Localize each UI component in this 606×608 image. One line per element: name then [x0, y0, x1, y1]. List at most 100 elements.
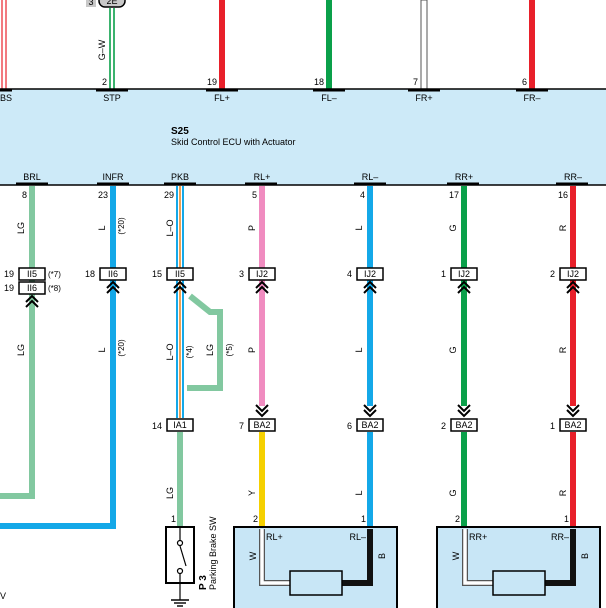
chevron-down-icon — [363, 404, 377, 418]
chevron-down-icon — [457, 404, 471, 418]
bottom-wires — [0, 186, 576, 529]
svg-text:P: P — [247, 347, 257, 353]
svg-text:2: 2 — [550, 269, 555, 279]
pin-fr-minus: 6 — [522, 77, 527, 87]
terminal-bs: BS — [0, 93, 12, 103]
svg-text:II5: II5 — [175, 269, 185, 279]
connector-ba2-rr-minus — [559, 418, 587, 432]
pin-brl: 8 — [22, 190, 27, 200]
svg-text:BA2: BA2 — [455, 420, 472, 430]
svg-text:RL+: RL+ — [266, 532, 283, 542]
terminal-stp: STP — [103, 93, 121, 103]
upper-wire-labels: LG L (*20) L–O P L G R — [16, 217, 568, 237]
svg-text:W: W — [248, 551, 258, 560]
svg-text:G: G — [448, 346, 458, 353]
chevron-up-icon — [566, 280, 580, 294]
pin-rr-minus: 16 — [558, 190, 568, 200]
connector-row-1: 19 II5 (*7) 19 II6 (*8) 18 II6 15 II5 3 … — [4, 267, 587, 295]
top-wires — [1, 0, 535, 90]
pin-fr-plus: 7 — [413, 77, 418, 87]
svg-text:15: 15 — [152, 269, 162, 279]
pin-rl-minus: 4 — [360, 190, 365, 200]
switch-contact-icon — [176, 539, 184, 547]
svg-text:1: 1 — [361, 514, 366, 524]
connector-2e-code: 2E — [106, 0, 117, 6]
svg-text:G: G — [448, 224, 458, 231]
svg-text:19: 19 — [4, 269, 14, 279]
svg-text:2: 2 — [455, 514, 460, 524]
ecu-bottom-pins: 8 23 29 5 4 17 16 — [22, 190, 568, 200]
connector-ba2-rr-plus — [450, 418, 478, 432]
terminal-fl-minus: FL– — [321, 93, 337, 103]
svg-text:(*20): (*20) — [117, 217, 126, 235]
svg-text:B: B — [377, 553, 387, 559]
connector-ii6-infr — [99, 267, 127, 281]
svg-text:L: L — [354, 490, 364, 495]
mid-wire-labels: LG L (*20) L–O (*4) LG (*5) P L G R — [16, 339, 568, 361]
svg-text:IJ2: IJ2 — [567, 269, 579, 279]
svg-text:7: 7 — [239, 421, 244, 431]
svg-text:L–O: L–O — [165, 219, 175, 236]
lower-wire-labels: LG Y L G R — [165, 487, 568, 499]
svg-text:(*20): (*20) — [117, 339, 126, 357]
connector-ij2-rl-plus — [248, 267, 276, 281]
fr-plus-wire — [420, 0, 428, 90]
svg-text:R: R — [558, 224, 568, 231]
svg-text:RL–: RL– — [349, 532, 366, 542]
terminal-fr-minus: FR– — [523, 93, 540, 103]
edge-label: V — [0, 591, 6, 601]
chevron-up-icon — [173, 280, 187, 294]
svg-text:BA2: BA2 — [253, 420, 270, 430]
switch-blade-icon — [179, 545, 187, 567]
svg-text:(*5): (*5) — [225, 343, 234, 356]
speed-sensor-rr: 2 1 RR+ RR– W B — [436, 514, 601, 608]
svg-text:14: 14 — [152, 421, 162, 431]
pkb-wire-lg-loop — [187, 293, 223, 391]
connector-ij2-rr-plus — [450, 267, 478, 281]
svg-text:(*4): (*4) — [185, 345, 194, 358]
svg-text:II6: II6 — [27, 283, 37, 293]
terminal-pkb: PKB — [171, 172, 189, 182]
chevron-up-icon — [106, 280, 120, 294]
svg-text:B: B — [580, 553, 590, 559]
svg-text:BA2: BA2 — [361, 420, 378, 430]
terminal-rr-minus: RR– — [564, 172, 582, 182]
connector-ii6-brl — [18, 281, 46, 295]
svg-text:L–O: L–O — [165, 343, 175, 360]
terminal-rl-plus: RL+ — [254, 172, 271, 182]
chevron-up-icon — [363, 280, 377, 294]
pkb-wire-lo — [176, 186, 184, 418]
switch-name: Parking Brake SW — [208, 516, 218, 590]
connector-ba2-rl-plus — [248, 418, 276, 432]
connector-2e: 3 2E — [86, 0, 126, 8]
chevron-up-icon — [25, 294, 39, 308]
ecu-name: Skid Control ECU with Actuator — [171, 137, 296, 147]
svg-text:Y: Y — [247, 490, 257, 496]
svg-text:L: L — [97, 347, 107, 352]
svg-text:IJ2: IJ2 — [458, 269, 470, 279]
terminal-rr-plus: RR+ — [455, 172, 473, 182]
pin-rr-plus: 17 — [449, 190, 459, 200]
connector-2e-pin: 3 — [88, 0, 93, 7]
svg-text:LG: LG — [16, 344, 26, 356]
svg-text:LG: LG — [165, 487, 175, 499]
svg-text:(*8): (*8) — [48, 284, 61, 293]
svg-text:R: R — [558, 346, 568, 353]
speed-sensor-rl: 2 1 RL+ RL– W B — [233, 514, 398, 608]
svg-text:LG: LG — [16, 222, 26, 234]
svg-text:G: G — [448, 489, 458, 496]
pin-rl-plus: 5 — [252, 190, 257, 200]
connector-ij2-rr-minus — [559, 267, 587, 281]
ecu-box: BS STP FL+ FL– FR+ FR– S25 Skid Control … — [0, 88, 606, 186]
svg-text:2: 2 — [441, 421, 446, 431]
svg-text:IJ2: IJ2 — [364, 269, 376, 279]
terminal-fl-plus: FL+ — [214, 93, 230, 103]
svg-text:6: 6 — [347, 421, 352, 431]
pin-fl-plus: 19 — [207, 77, 217, 87]
svg-text:(*7): (*7) — [48, 270, 61, 279]
chevron-down-icon — [255, 404, 269, 418]
svg-text:IJ2: IJ2 — [256, 269, 268, 279]
svg-text:RR–: RR– — [551, 532, 569, 542]
svg-text:18: 18 — [85, 269, 95, 279]
